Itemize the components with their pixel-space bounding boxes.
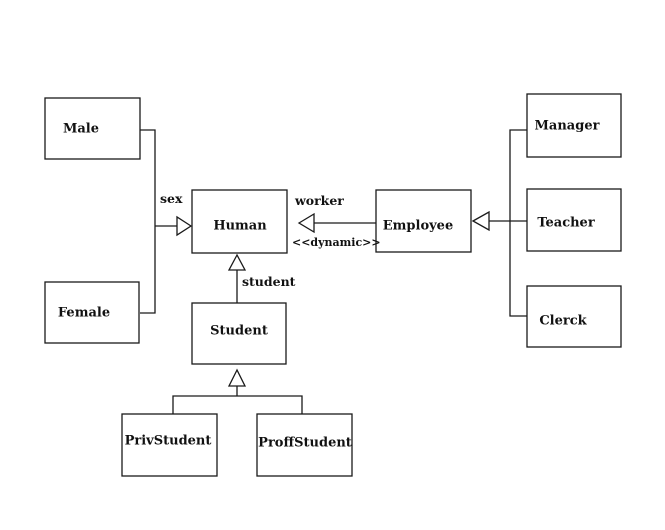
class-label: Teacher <box>537 216 595 231</box>
sex-arrowhead <box>176 215 193 237</box>
class-manager: Manager <box>526 93 622 158</box>
manager-connector <box>509 129 527 317</box>
male-connector <box>140 129 156 314</box>
class-student: Student <box>191 302 287 365</box>
arrowheads <box>176 210 490 387</box>
class-employee: Employee <box>375 189 472 253</box>
student-arrowhead <box>227 253 247 271</box>
employee-arrowhead <box>471 210 490 232</box>
class-label: PrivStudent <box>125 434 212 449</box>
class-female: Female <box>44 281 140 344</box>
substudent-arrowhead <box>227 368 247 387</box>
connectors <box>140 129 527 414</box>
class-label: Student <box>210 324 268 339</box>
class-label: ProffStudent <box>258 436 352 451</box>
class-label: Manager <box>535 119 600 134</box>
dynamic-stereotype-label: <<dynamic>> <box>292 236 381 249</box>
class-label: Clerck <box>539 314 587 329</box>
class-human: Human <box>191 189 288 254</box>
class-label: Female <box>58 306 110 321</box>
substudent-connector <box>172 395 303 414</box>
class-label: Male <box>63 122 99 137</box>
class-male: Male <box>44 97 141 160</box>
class-priv-student: PrivStudent <box>121 413 218 477</box>
class-teacher: Teacher <box>526 188 622 252</box>
sex-label: sex <box>160 191 183 206</box>
class-label: Human <box>213 219 267 234</box>
student-relation-label: student <box>242 274 296 289</box>
worker-label: worker <box>294 193 344 208</box>
class-clerk: Clerck <box>526 285 622 348</box>
worker-arrowhead <box>297 212 315 234</box>
class-label: Employee <box>383 219 453 234</box>
class-proff-student: ProffStudent <box>256 413 353 477</box>
